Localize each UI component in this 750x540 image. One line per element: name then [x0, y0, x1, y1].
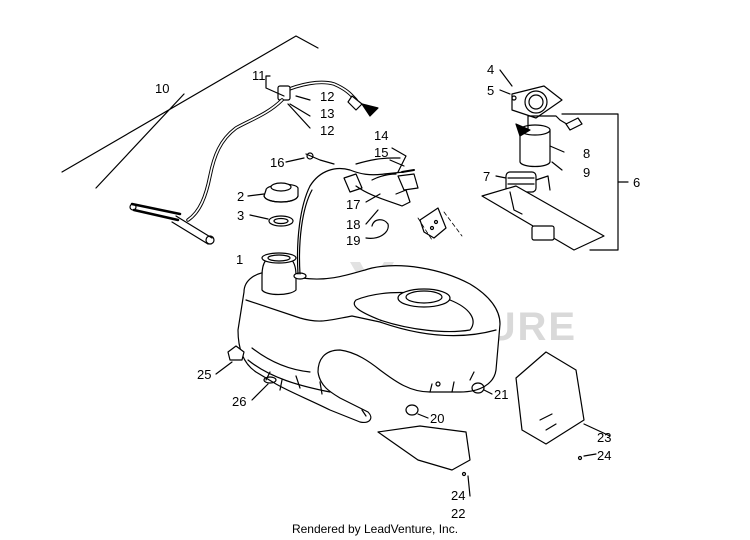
callout-24-right: 24 [597, 448, 611, 463]
callout-15: 15 [374, 145, 388, 160]
callout-14: 14 [374, 128, 388, 143]
grommet-20 [405, 404, 419, 416]
fuel-pump-assembly [481, 85, 605, 251]
callout-labels: 1 2 3 4 5 6 7 8 9 10 11 12 13 12 14 15 1… [155, 62, 640, 521]
heat-shield-23 [515, 351, 585, 445]
callout-6: 6 [633, 175, 640, 190]
callout-26: 26 [232, 394, 246, 409]
callout-11: 11 [252, 68, 266, 83]
callout-13: 13 [320, 106, 334, 121]
pump-arrow [515, 123, 531, 137]
callout-20: 20 [430, 411, 444, 426]
arrow-13 [361, 103, 379, 117]
callout-2: 2 [237, 189, 244, 204]
callout-4: 4 [487, 62, 494, 77]
callout-22: 22 [451, 506, 465, 521]
callout-23: 23 [597, 430, 611, 445]
grommet-21 [471, 382, 485, 394]
heat-shield-22 [377, 425, 471, 471]
tank-washer [263, 376, 277, 384]
callout-17: 17 [346, 197, 360, 212]
fuel-tank [237, 252, 501, 423]
fuel-line [296, 167, 405, 275]
callout-16: 16 [270, 155, 284, 170]
cap-gasket [268, 215, 294, 227]
callout-1: 1 [236, 252, 243, 267]
callout-24-bottom: 24 [451, 488, 465, 503]
callout-19: 19 [346, 233, 360, 248]
callout-9: 9 [583, 165, 590, 180]
render-credit: Rendered by LeadVenture, Inc. [291, 522, 459, 536]
callout-12-bottom: 12 [320, 123, 334, 138]
vent-hose-assembly [129, 80, 363, 245]
callout-10: 10 [155, 81, 169, 96]
callout-25: 25 [197, 367, 211, 382]
callout-21: 21 [494, 387, 508, 402]
fuel-cap [263, 182, 299, 203]
callout-18: 18 [346, 217, 360, 232]
callout-3: 3 [237, 208, 244, 223]
callout-12-top: 12 [320, 89, 334, 104]
quick-connect-fitting [343, 169, 419, 207]
callout-7: 7 [483, 169, 490, 184]
leader-10 [61, 35, 319, 189]
tank-fastener [227, 345, 245, 361]
callout-5: 5 [487, 83, 494, 98]
callout-8: 8 [583, 146, 590, 161]
